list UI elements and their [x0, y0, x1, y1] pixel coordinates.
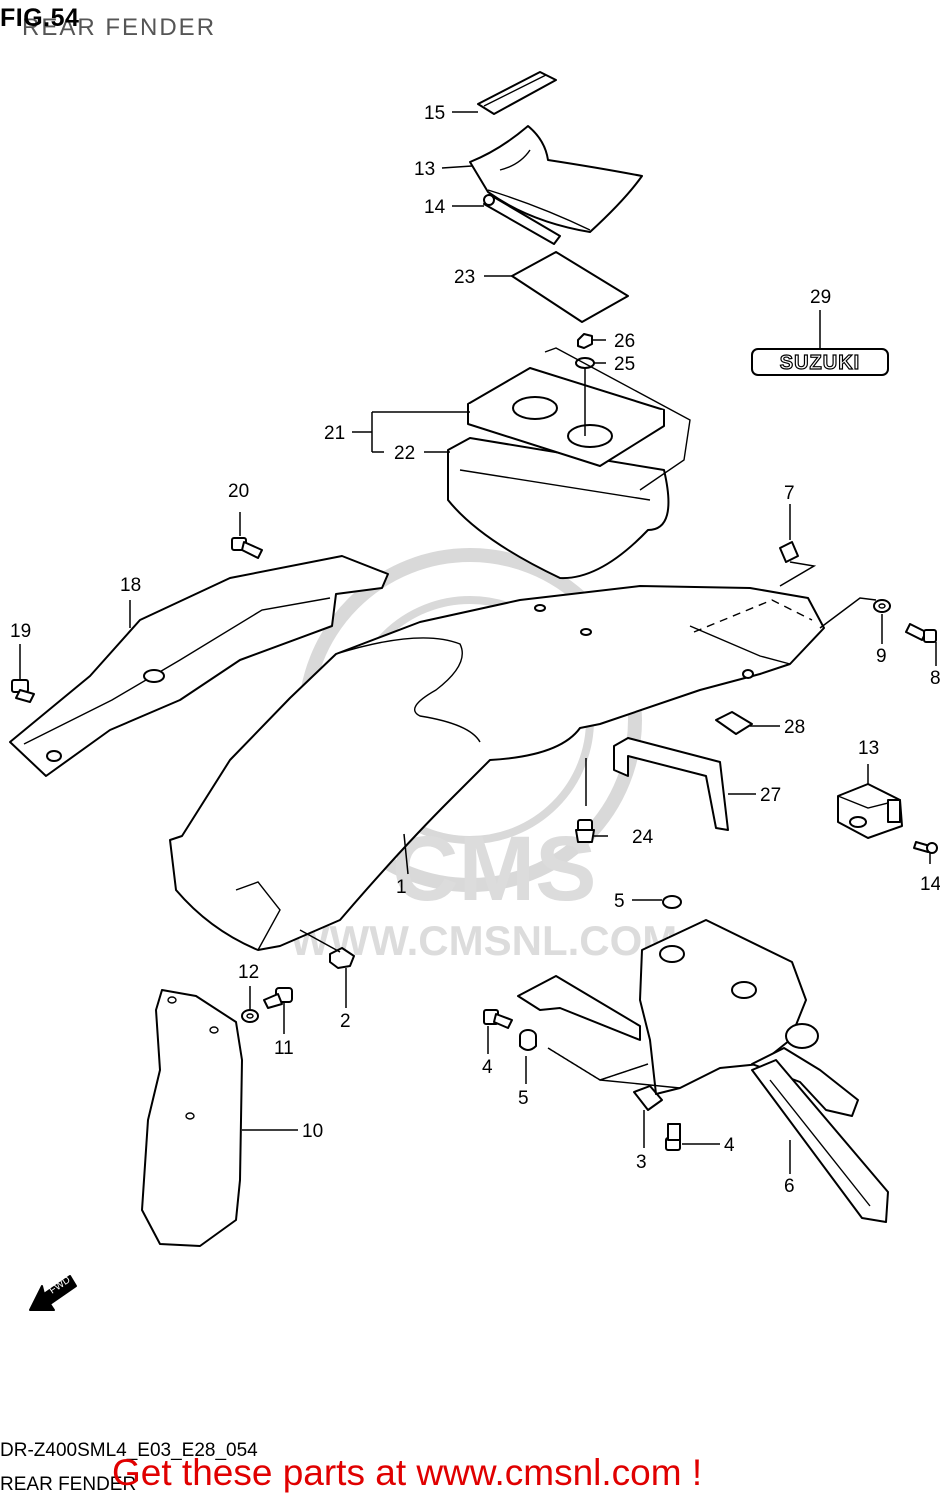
promo-link[interactable]: Get these parts at www.cmsnl.com ! [112, 1452, 703, 1493]
callout-7: 7 [784, 483, 795, 504]
diagram-code: DR-Z400SML4_E03_E28_054 [0, 1440, 258, 1461]
part-14-screw [913, 841, 938, 854]
callout-26: 26 [614, 331, 635, 352]
figure-subtitle: REAR FENDER [22, 14, 217, 41]
callout-29: 29 [810, 287, 831, 308]
callout-24: 24 [632, 827, 654, 848]
part-27-grab-bar [613, 737, 729, 831]
watermark: CMS WWW.CMSNL.COM [290, 548, 677, 964]
callout-4-right: 4 [724, 1135, 735, 1156]
part-26-nut [577, 333, 593, 349]
part-12-washer [241, 1009, 259, 1023]
callout-13: 13 [858, 738, 879, 759]
part-13-reflector [837, 783, 903, 839]
callout-1: 1 [396, 877, 407, 898]
part-21-tray [467, 347, 691, 491]
part-6-bracket [517, 919, 889, 1223]
callout-8: 8 [930, 668, 940, 689]
part-2-nut [329, 947, 355, 969]
callout-22: 22 [394, 443, 415, 464]
leader-lines [19, 111, 937, 1174]
callout-10: 10 [302, 1121, 323, 1142]
callout-2: 2 [340, 1011, 351, 1032]
callout-20: 20 [228, 481, 249, 502]
part-17-strap [477, 71, 557, 115]
callout-6: 6 [784, 1176, 795, 1197]
part-29-emblem: SUZUKI [751, 348, 889, 376]
callout-3: 3 [636, 1152, 647, 1173]
callout-19: 19 [10, 621, 31, 642]
part-9-washer [873, 599, 891, 613]
part-20-bolt [231, 537, 263, 559]
callout-18: 18 [120, 575, 141, 596]
part-8-bolt [905, 623, 937, 643]
part-23-pad [511, 251, 629, 323]
part-28-pad [715, 711, 753, 735]
callout-21: 21 [324, 423, 345, 444]
callout-28: 28 [784, 717, 805, 738]
part-19-bolt [11, 679, 35, 703]
callout-23: 23 [454, 267, 475, 288]
callout-5-upper: 5 [614, 891, 625, 912]
emblem-text: SUZUKI [780, 352, 860, 374]
part-16-tool [483, 194, 561, 245]
part-4-bolt-lower [665, 1123, 681, 1151]
callouts: 15 13 14 23 29 26 25 21 22 20 7 18 19 9 … [10, 103, 940, 1197]
part-1-rear-fender [169, 585, 825, 951]
part-4-bolt [483, 1009, 513, 1029]
callout-9: 9 [876, 646, 887, 667]
callout-11: 11 [274, 1038, 294, 1059]
callout-4-left: 4 [482, 1057, 493, 1078]
part-11-bolt [263, 987, 293, 1009]
callout-12: 12 [238, 962, 259, 983]
diagram-name: REAR FENDER [0, 1474, 137, 1495]
watermark-brand: CMS [392, 818, 596, 920]
callout-25: 25 [614, 354, 635, 375]
part-24-bolt [575, 819, 595, 843]
fwd-arrow: FWD [29, 1275, 77, 1311]
figure-title: FIG.54 [0, 4, 80, 32]
part-5-collar [519, 1029, 537, 1051]
part-5-washer-top [662, 895, 682, 909]
part-15-tool-bag [469, 125, 643, 233]
callout-14: 14 [920, 874, 940, 895]
callout-15: 13 [414, 159, 435, 180]
callout-27: 27 [760, 785, 781, 806]
part-10-mud-flap [141, 989, 243, 1247]
part-7-clip [779, 541, 799, 563]
callout-5-lower: 5 [518, 1088, 529, 1109]
part-18-side-guard [9, 555, 389, 777]
callout-16: 14 [424, 197, 446, 218]
part-22-box [447, 437, 670, 580]
callout-17: 15 [424, 103, 445, 124]
